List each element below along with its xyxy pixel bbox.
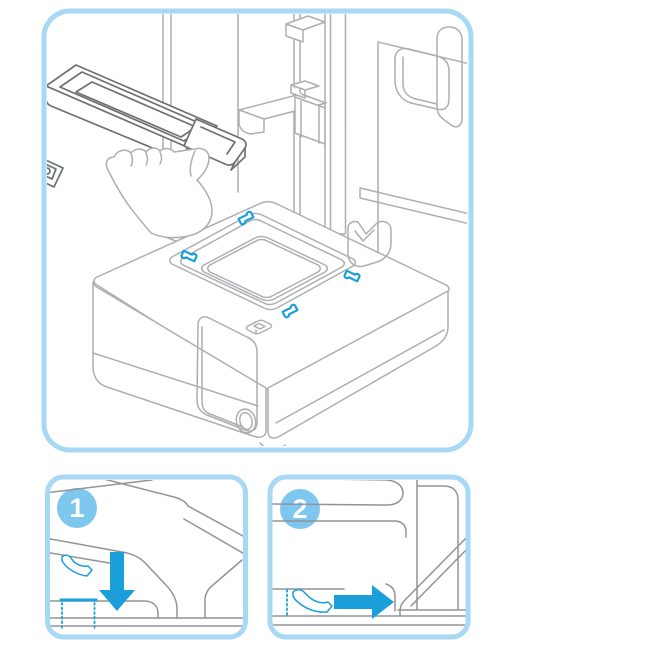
tank-tab-highlight [61, 554, 93, 577]
right-arrow-icon [334, 585, 394, 619]
step-2-highlights [286, 585, 394, 619]
tank-tab-highlight [292, 589, 333, 613]
main-panel-border [41, 8, 474, 453]
optical-window-outer [201, 235, 328, 302]
tower-top-bracket [285, 15, 326, 43]
vat-mount-area [169, 212, 392, 434]
printer-right-face [267, 290, 449, 439]
printer-left-face [92, 281, 267, 438]
printer-right-wall [359, 26, 467, 259]
optical-window-inner [207, 238, 321, 299]
step-1-highlights [59, 552, 135, 629]
down-arrow-icon [99, 552, 135, 611]
mount-rim-inner [180, 218, 345, 306]
step-1-lineart [50, 480, 243, 627]
step-1-panel: 1 [50, 480, 243, 629]
power-button [235, 408, 257, 434]
wiper-spout [347, 220, 392, 268]
side-slab [436, 26, 463, 128]
slot-guide-dotted [61, 602, 96, 629]
build-platform-arm [238, 80, 327, 145]
side-ledge [359, 187, 467, 225]
mount-rim-outer [169, 212, 356, 311]
step-2-lineart [272, 480, 466, 626]
lead-screw [329, 14, 347, 235]
step-2-panel-border [267, 474, 471, 640]
step-1-panel-border [45, 474, 248, 640]
step-1-number: 1 [69, 493, 84, 523]
step-1-badge [57, 488, 97, 528]
step-2-number: 2 [292, 494, 307, 524]
main-illustration [47, 14, 467, 446]
front-flap [196, 316, 258, 432]
front-latch [245, 319, 273, 335]
platform-handle [290, 80, 320, 99]
step-2-badge [280, 489, 320, 529]
step-2-panel: 2 [272, 480, 466, 626]
hand [105, 147, 213, 239]
back-bracket [394, 47, 450, 111]
tank-left-tab [47, 156, 64, 188]
